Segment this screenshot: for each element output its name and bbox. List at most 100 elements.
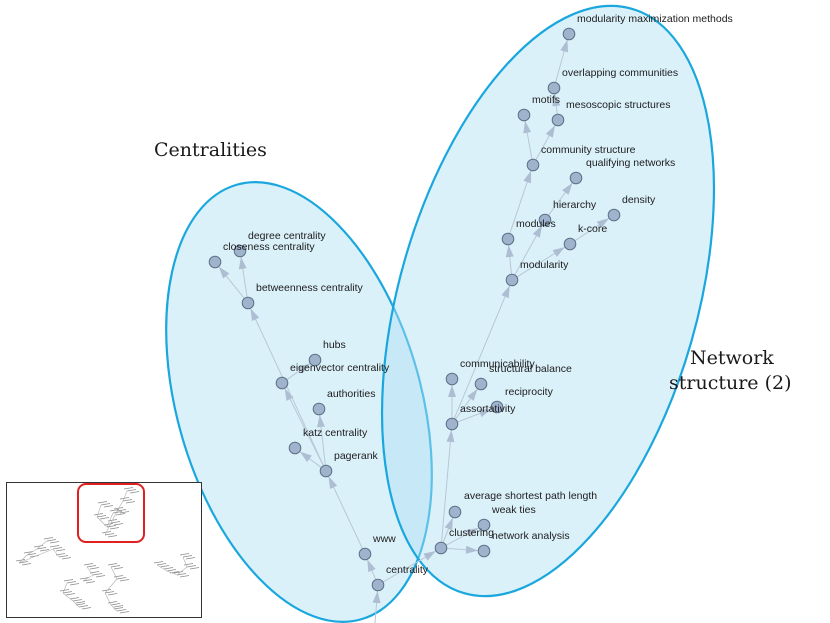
minimap-label-mark <box>153 561 164 564</box>
minimap-label-mark <box>113 523 124 526</box>
node-overlapping[interactable]: overlapping communities <box>547 67 678 95</box>
node-circle[interactable] <box>563 237 577 251</box>
minimap-label-mark <box>100 503 111 506</box>
node-circle[interactable] <box>517 108 531 122</box>
minimap-label-mark <box>185 557 196 560</box>
arrowhead-closeness <box>218 266 230 279</box>
node-circle[interactable] <box>551 113 565 127</box>
node-circle[interactable] <box>607 208 621 222</box>
minimap-edge <box>26 548 38 556</box>
node-circle[interactable] <box>501 232 515 246</box>
minimap-label-mark <box>186 565 197 568</box>
node-communicability[interactable]: communicability <box>445 358 535 386</box>
node-circle[interactable] <box>538 213 552 227</box>
node-label: modules <box>516 218 556 230</box>
node-circle[interactable] <box>445 417 459 431</box>
arrowhead-modularity_max <box>560 39 569 53</box>
node-betweenness[interactable]: betweenness centrality <box>241 282 364 310</box>
minimap-label-mark <box>125 501 136 504</box>
node-label: betweenness centrality <box>256 282 364 294</box>
node-modules[interactable]: modules <box>501 218 556 246</box>
node-hierarchy[interactable]: hierarchy <box>538 199 597 227</box>
node-circle[interactable] <box>477 518 491 532</box>
node-circle[interactable] <box>275 376 289 390</box>
node-circle[interactable] <box>371 578 385 592</box>
node-qualifying[interactable]: qualifying networks <box>569 157 675 185</box>
node-circle[interactable] <box>569 171 583 185</box>
node-eigenvector[interactable]: eigenvector centrality <box>275 362 390 390</box>
node-circle[interactable] <box>312 402 326 416</box>
minimap-label-mark <box>89 567 100 570</box>
node-circle[interactable] <box>448 505 462 519</box>
node-circle[interactable] <box>477 544 491 558</box>
minimap-label-mark <box>110 603 121 606</box>
minimap-label-mark <box>75 601 86 604</box>
node-circle[interactable] <box>505 273 519 287</box>
node-centrality[interactable]: centrality <box>371 564 429 592</box>
minimap-label-mark <box>183 563 194 566</box>
arrowhead-pagerank <box>328 476 338 489</box>
edge-pagerank-to-eigenvector <box>284 388 324 466</box>
minimap-label-mark <box>119 511 130 514</box>
minimap-label-mark <box>58 555 69 558</box>
minimap-label-mark <box>83 563 94 566</box>
node-label: authorities <box>327 388 375 400</box>
minimap-label-mark <box>33 545 44 548</box>
cluster-ellipse-network-structure <box>380 4 716 598</box>
node-community-structure[interactable]: community structure <box>526 144 636 172</box>
minimap-label-mark <box>103 505 114 508</box>
node-hubs[interactable]: hubs <box>308 339 346 367</box>
node-network-analysis[interactable]: network analysis <box>477 530 570 558</box>
node-degree[interactable]: degree centrality <box>233 230 326 258</box>
minimap-label-mark <box>116 577 127 580</box>
node-circle[interactable] <box>526 158 540 172</box>
node-pagerank[interactable]: pagerank <box>319 450 379 478</box>
node-circle[interactable] <box>562 27 576 41</box>
arrowhead-mesoscopic <box>545 125 556 138</box>
node-assortativity[interactable]: assortativity <box>445 403 516 431</box>
node-circle[interactable] <box>490 400 504 414</box>
node-structural-balance[interactable]: structural balance <box>474 363 572 391</box>
node-circle[interactable] <box>288 441 302 455</box>
minimap-label-mark <box>82 579 93 582</box>
node-circle[interactable] <box>233 244 247 258</box>
node-www[interactable]: www <box>358 533 396 561</box>
node-avg-path[interactable]: average shortest path length <box>448 490 597 519</box>
minimap-label-mark <box>179 575 190 578</box>
node-circle[interactable] <box>319 464 333 478</box>
minimap-label-mark <box>163 567 174 570</box>
node-kcore[interactable]: k-core <box>563 223 607 251</box>
minimap-viewport[interactable] <box>77 483 145 543</box>
node-mesoscopic[interactable]: mesoscopic structures <box>551 99 670 127</box>
node-circle[interactable] <box>208 255 222 269</box>
minimap-label-mark <box>179 553 190 556</box>
node-circle[interactable] <box>434 541 448 555</box>
node-clustering[interactable]: clustering <box>434 527 494 555</box>
arrowhead-structural_balance <box>467 388 478 401</box>
minimap[interactable] <box>6 482 202 618</box>
node-modularity-max[interactable]: modularity maximization methods <box>562 13 733 41</box>
node-density[interactable]: density <box>607 194 656 222</box>
node-katz[interactable]: katz centrality <box>288 427 368 455</box>
node-weak-ties[interactable]: weak ties <box>477 504 536 532</box>
node-circle[interactable] <box>445 372 459 386</box>
node-reciprocity[interactable]: reciprocity <box>490 386 554 414</box>
minimap-label-mark <box>72 599 83 602</box>
minimap-edge <box>18 554 28 564</box>
node-circle[interactable] <box>474 377 488 391</box>
minimap-label-mark <box>112 511 123 514</box>
node-modularity[interactable]: modularity <box>505 259 569 287</box>
minimap-label-mark <box>189 567 200 570</box>
minimap-label-mark <box>113 605 124 608</box>
node-motifs[interactable]: motifs <box>517 94 560 122</box>
minimap-edge <box>62 592 74 602</box>
node-closeness[interactable]: closeness centrality <box>208 241 315 269</box>
node-authorities[interactable]: authorities <box>312 388 375 416</box>
minimap-label-mark <box>43 537 54 540</box>
node-circle[interactable] <box>308 353 322 367</box>
cluster-ellipses <box>165 4 716 623</box>
node-circle[interactable] <box>241 296 255 310</box>
node-circle[interactable] <box>547 81 561 95</box>
node-circle[interactable] <box>358 547 372 561</box>
